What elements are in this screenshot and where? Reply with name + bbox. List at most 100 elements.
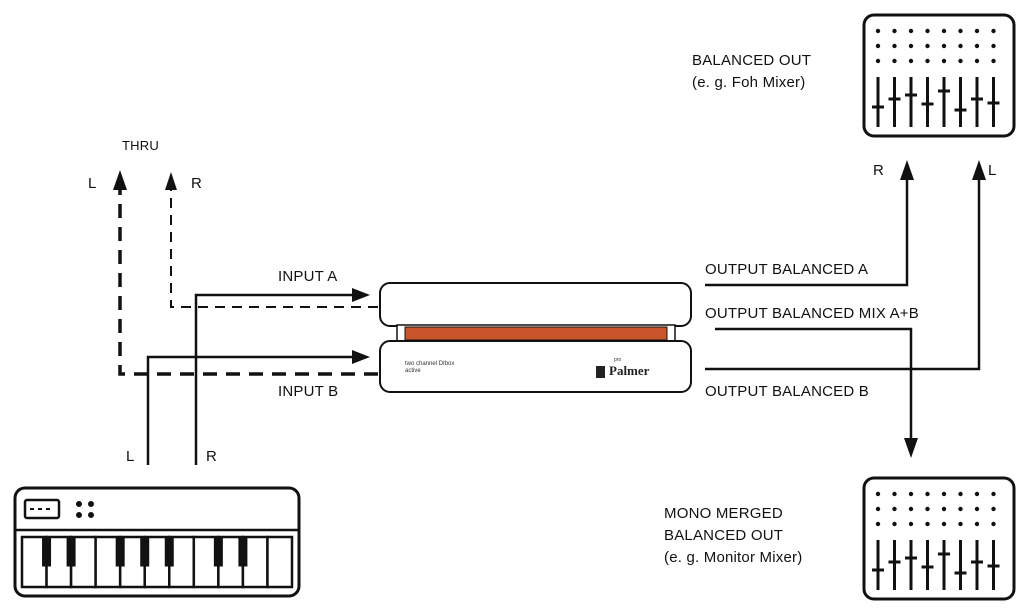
mixer-dot: [974, 58, 980, 64]
thru-left-arrowhead: [113, 170, 127, 190]
thru-right-arrowhead: [165, 172, 177, 190]
device-caption: two channel DIbox active: [405, 361, 455, 374]
input-connections: [146, 293, 365, 465]
black-key: [140, 536, 150, 567]
thru-connections: [118, 185, 378, 376]
monitor-mixer-icon: [862, 476, 1016, 601]
di-box-device: [379, 282, 692, 393]
keyboard-right-label: R: [206, 448, 218, 465]
mixer-dot: [892, 28, 897, 34]
mixer-dot: [908, 506, 914, 512]
mixer-dot: [925, 506, 930, 512]
mixer-dot: [974, 506, 980, 512]
mixer-dot: [908, 521, 914, 527]
mixer-dot: [892, 521, 897, 527]
thru-left-label: L: [88, 175, 97, 192]
mixer-dot: [991, 58, 996, 64]
black-key: [66, 536, 76, 567]
mixer-dot: [941, 491, 947, 497]
black-key: [115, 536, 125, 567]
black-key: [164, 536, 174, 567]
device-brand-prefix: pro: [614, 357, 622, 363]
mixer-dot: [941, 506, 947, 512]
mixer-dot: [974, 28, 980, 34]
output-mix-line: [715, 327, 913, 440]
mixer-dot: [925, 491, 930, 497]
input-b-label: INPUT B: [278, 383, 339, 400]
foh-mixer-icon: [862, 13, 1016, 138]
keyboard-left-label: L: [126, 448, 135, 465]
balanced-out-label: BALANCED OUT (e. g. Foh Mixer): [692, 52, 812, 91]
mixer-dot: [958, 43, 963, 49]
mixer-dot: [958, 506, 963, 512]
di-box-top-panel: [379, 282, 692, 327]
mixer-dot: [991, 491, 996, 497]
mixer-dot: [991, 28, 996, 34]
palmer-logo-mark: [596, 366, 605, 378]
mixer-dot: [958, 491, 963, 497]
di-box-front-panel: [379, 340, 692, 393]
mixer-dot: [991, 506, 996, 512]
thru-right-dashed-line: [170, 190, 378, 308]
thru-left-dashed-line: [118, 185, 378, 376]
mixer-dot: [892, 506, 897, 512]
output-l-arrowhead: [972, 160, 986, 180]
mixer-dot: [925, 28, 930, 34]
mixer-dot: [958, 58, 963, 64]
mono-merged-out-label: MONO MERGED BALANCED OUT (e. g. Monitor …: [664, 505, 803, 566]
keyboard-keys: [20, 535, 294, 589]
mixer-dot: [941, 58, 947, 64]
input-a-line: [194, 293, 365, 465]
mixer-dot: [941, 43, 947, 49]
mixer-dot: [974, 491, 980, 497]
mixer-dot: [875, 521, 881, 527]
mixer-dot: [908, 491, 914, 497]
mixer-dot: [892, 58, 897, 64]
output-a-label: OUTPUT BALANCED A: [705, 261, 869, 278]
input-a-label: INPUT A: [278, 268, 338, 285]
thru-label: THRU: [122, 138, 159, 153]
mixer-dot: [875, 58, 881, 64]
mixer-dot: [875, 28, 881, 34]
input-b-arrowhead: [352, 350, 370, 364]
mixer-dot: [925, 58, 930, 64]
black-key: [238, 536, 248, 567]
mixer-dot: [875, 43, 881, 49]
output-a-line: [705, 178, 909, 287]
black-key: [213, 536, 223, 567]
output-left-label: L: [988, 162, 997, 179]
output-mix-arrowhead: [904, 438, 918, 458]
keyboard-icon: [13, 486, 301, 598]
mixer-dot: [875, 491, 881, 497]
thru-right-label: R: [191, 175, 203, 192]
mixer-dot: [991, 521, 996, 527]
mixer-dot: [925, 521, 930, 527]
mixer-dot: [974, 521, 980, 527]
mixer-dot: [941, 28, 947, 34]
output-b-label: OUTPUT BALANCED B: [705, 383, 869, 400]
mixer-dot: [892, 491, 897, 497]
mixer-dot: [974, 43, 980, 49]
mixer-dot: [908, 43, 914, 49]
mixer-dot: [908, 28, 914, 34]
mixer-dot: [958, 521, 963, 527]
mixer-dot: [908, 58, 914, 64]
mixer-dot: [958, 28, 963, 34]
mixer-dot: [925, 43, 930, 49]
output-b-line: [705, 178, 981, 371]
device-brand: Palmer: [609, 363, 650, 378]
output-mix-label: OUTPUT BALANCED MIX A+B: [705, 305, 919, 322]
mixer-dot: [991, 43, 996, 49]
input-a-arrowhead: [352, 288, 370, 302]
di-box-orange-stripe: [404, 326, 668, 341]
output-connections: [705, 178, 981, 440]
output-right-label: R: [873, 162, 885, 179]
mixer-dot: [941, 521, 947, 527]
black-key: [42, 536, 52, 567]
white-key: [266, 535, 294, 589]
mixer-dot: [892, 43, 897, 49]
input-b-line: [146, 355, 365, 465]
mixer-dot: [875, 506, 881, 512]
output-r-arrowhead: [900, 160, 914, 180]
